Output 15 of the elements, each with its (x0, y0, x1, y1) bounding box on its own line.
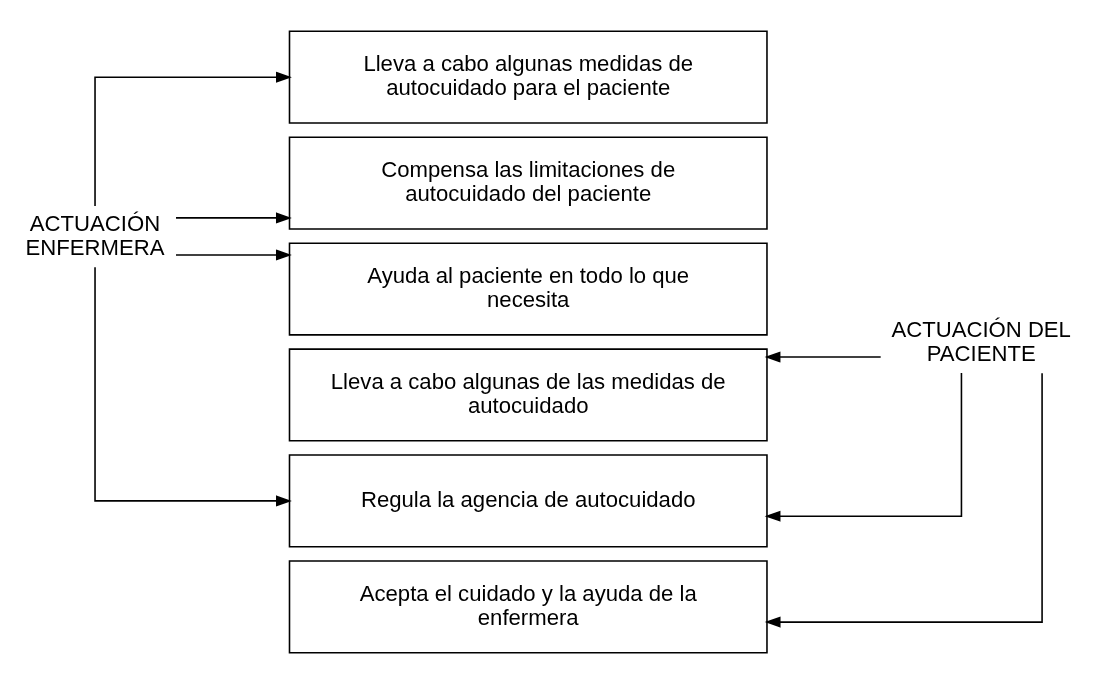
node-box: Lleva a cabo algunas de las medidas de autocuidado (288, 348, 768, 442)
node-box: Acepta el cuidado y la ayuda de la enfermera (288, 560, 768, 654)
node-box: Lleva a cabo algunas medidas de autocuidado para el paciente (288, 30, 768, 124)
arrow (175, 212, 292, 224)
arrow (764, 351, 882, 363)
node-text: ACTUACIÓN ENFERMERA (25, 210, 165, 260)
node-box: Ayuda al paciente en todo lo que necesita (288, 242, 768, 336)
node-box: Regula la agencia de autocuidado (288, 454, 768, 548)
arrow (94, 266, 292, 507)
arrow (764, 372, 1043, 628)
node-box: Compensa las limitaciones de autocuidado del paciente (288, 136, 768, 230)
arrow (764, 372, 963, 522)
arrow (94, 71, 292, 207)
arrow (175, 249, 292, 261)
node-text: ACTUACIÓN DEL PACIENTE (891, 316, 1071, 366)
